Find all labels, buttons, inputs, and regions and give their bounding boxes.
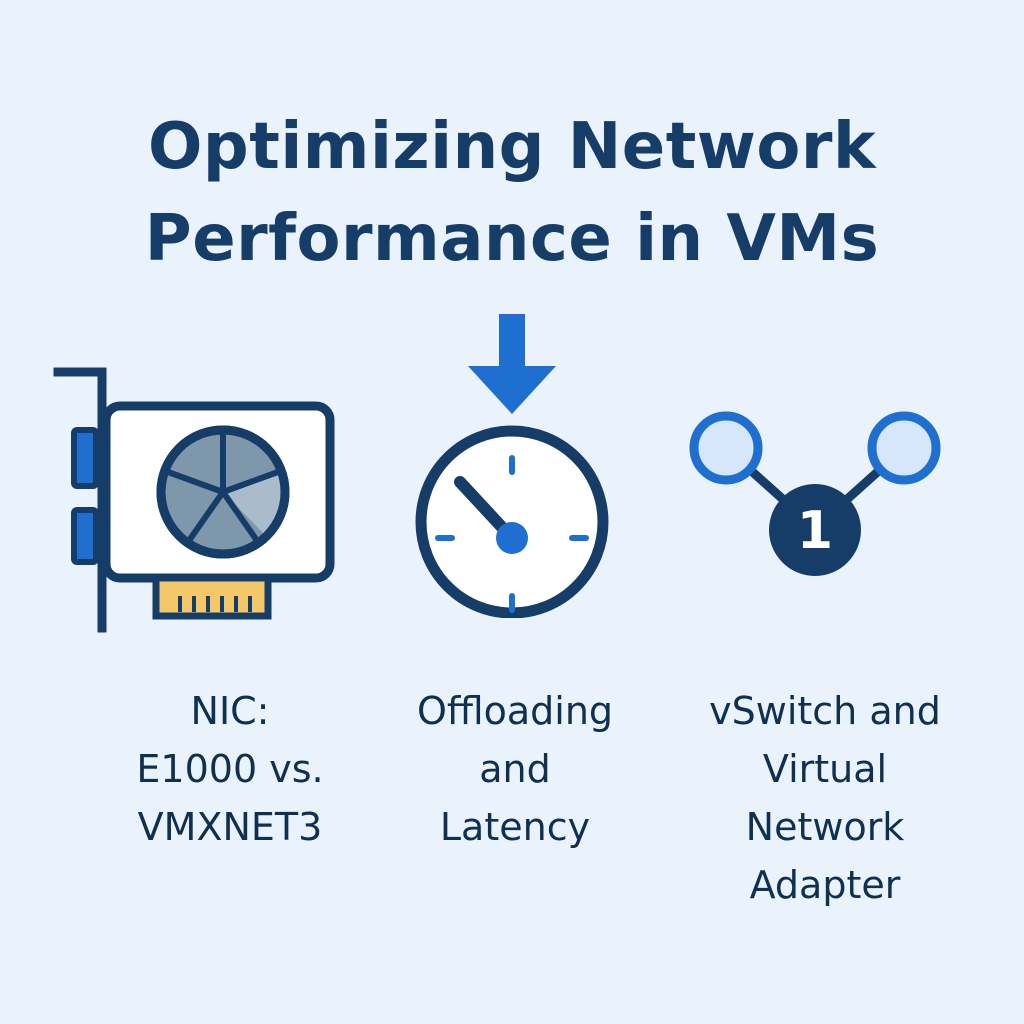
vswitch-label: vSwitch and Virtual Network Adapter — [680, 682, 970, 914]
vswitch-label-line-3: Network — [745, 805, 905, 849]
title-line-1: Optimizing Network — [148, 109, 876, 184]
network-card-icon — [53, 367, 335, 633]
offloading-label-line-1: Offloading — [416, 689, 614, 733]
nic-label-line-2: E1000 vs. — [136, 747, 324, 791]
page-title: Optimizing Network Performance in VMs — [0, 101, 1024, 285]
nic-label-line-1: NIC: — [190, 689, 270, 733]
clock-with-arrow-icon — [415, 314, 609, 618]
vswitch-label-line-4: Adapter — [749, 863, 901, 907]
nic-label-line-3: VMXNET3 — [137, 805, 323, 849]
nic-label: NIC: E1000 vs. VMXNET3 — [80, 682, 380, 856]
offloading-label-line-3: Latency — [439, 805, 591, 849]
vswitch-label-line-2: Virtual — [762, 747, 888, 791]
vswitch-label-line-1: vSwitch and — [709, 689, 941, 733]
offloading-label: Offloading and Latency — [370, 682, 660, 856]
node-badge: 1 — [797, 501, 833, 561]
vswitch-node-icon: 1 — [689, 411, 941, 576]
offloading-label-line-2: and — [479, 747, 551, 791]
title-line-2: Performance in VMs — [144, 201, 880, 276]
